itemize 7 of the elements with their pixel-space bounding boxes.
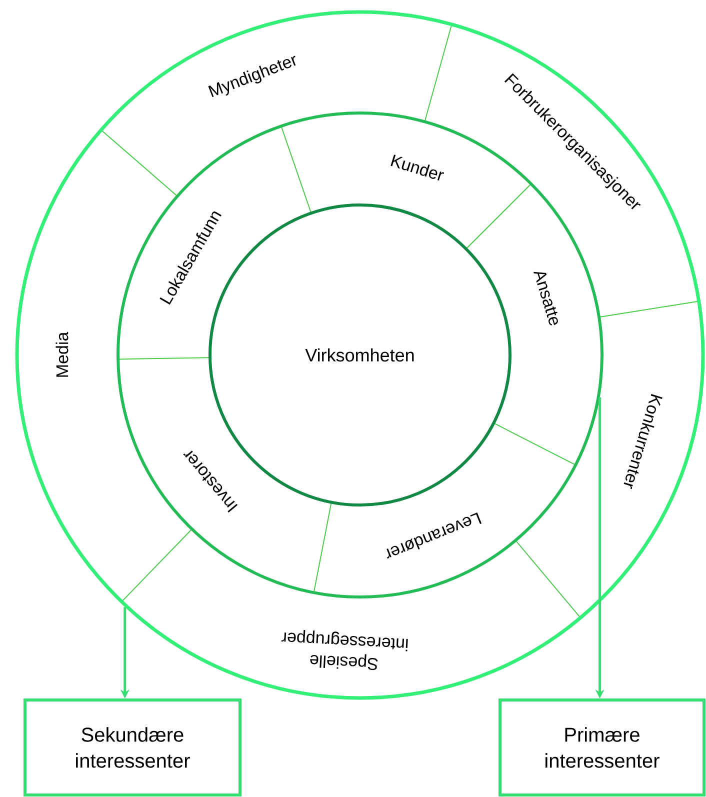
segment-label: Spesielle interessegrupper (281, 630, 408, 670)
segment-label: Kunder (390, 154, 444, 181)
ring (15, 10, 705, 700)
group-box: Primære interessenter (498, 698, 706, 796)
group-box: Sekundære interessenter (24, 698, 242, 796)
segment-label: Media (56, 332, 68, 377)
segment-label: Ansatte (533, 272, 558, 326)
